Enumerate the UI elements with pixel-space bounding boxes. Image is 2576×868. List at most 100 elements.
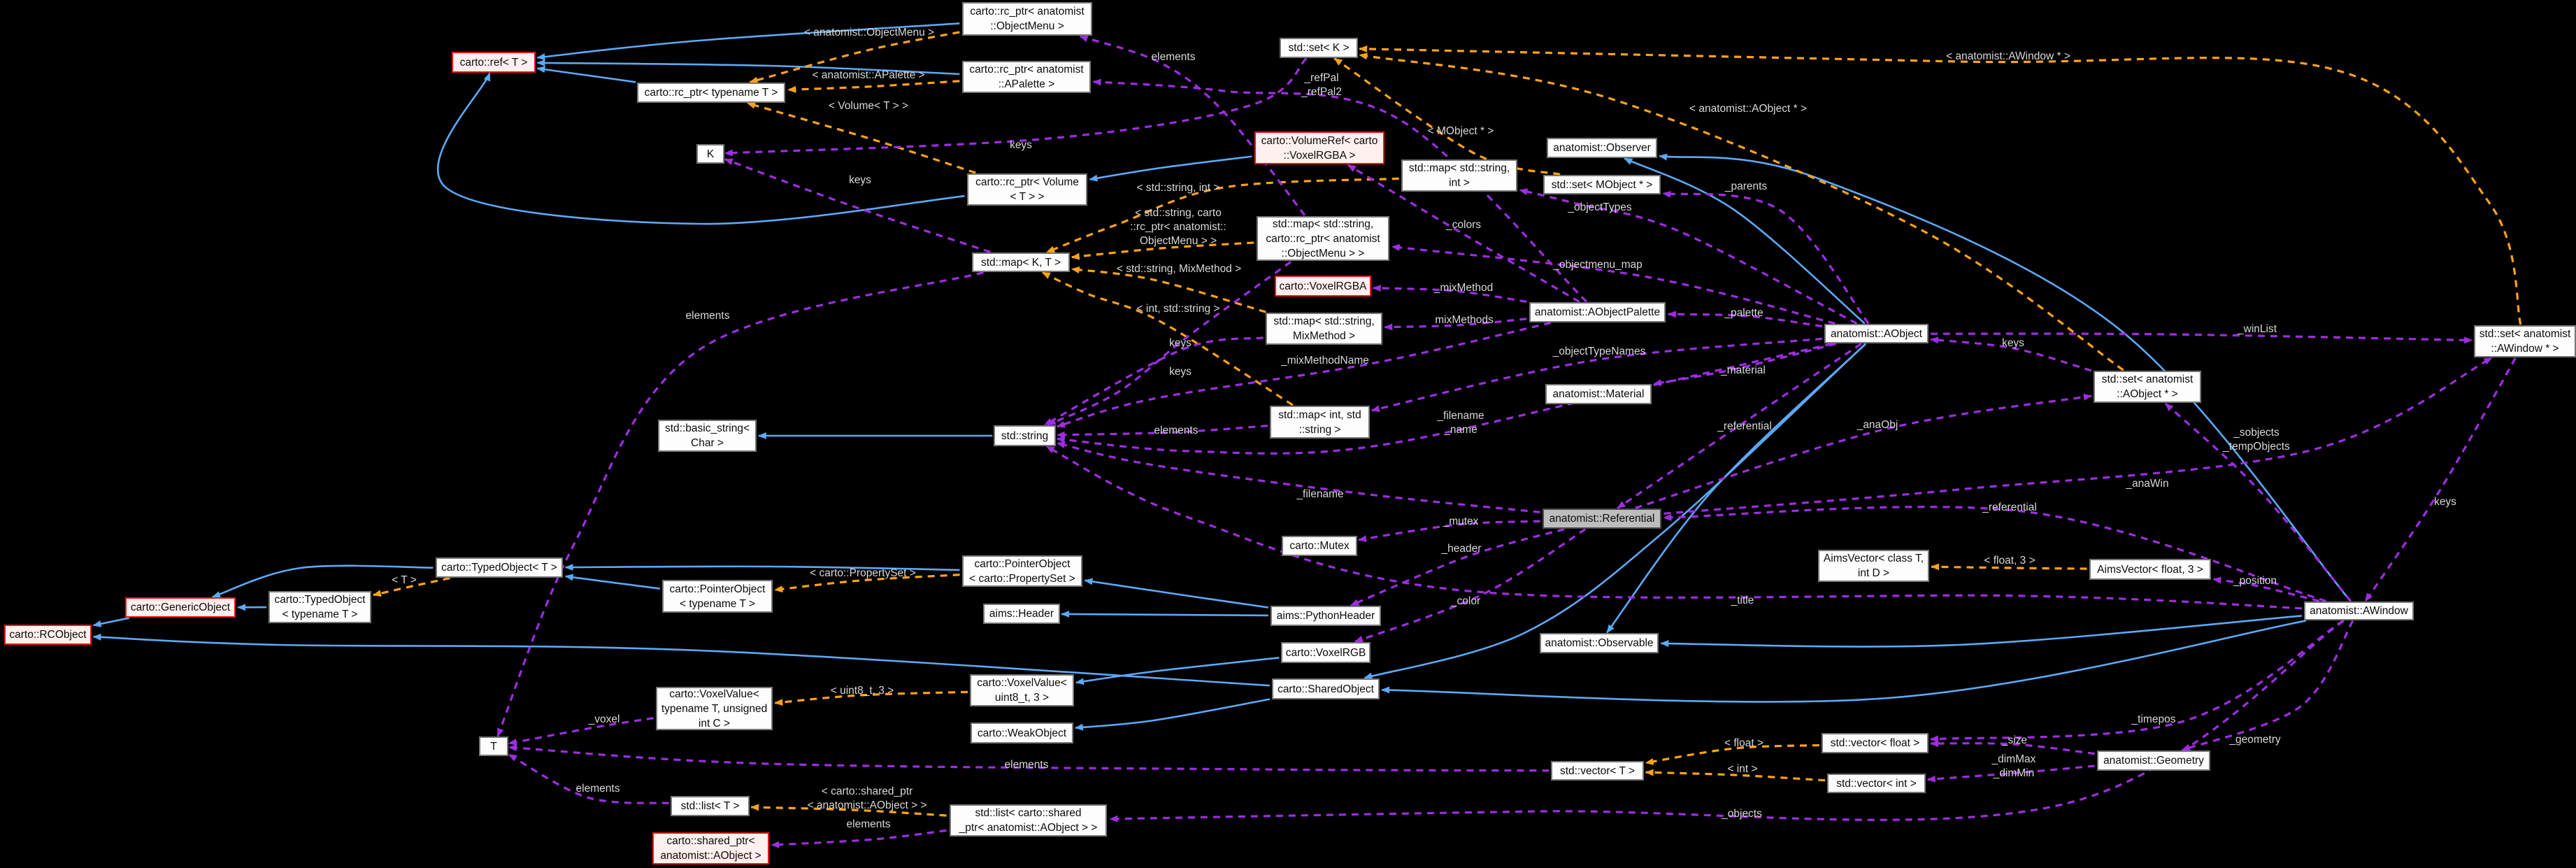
class-node-sharedobject[interactable]: carto::SharedObject [1272, 678, 1380, 699]
class-node-pointerobject_ps[interactable]: carto::PointerObject < carto::PropertySe… [962, 555, 1082, 587]
edge-usage-referential-to-set_awindow [1663, 357, 2493, 515]
edge-usage-aobject-to-map_string_int [1519, 188, 1858, 325]
class-node-voxelrgba[interactable]: carto::VoxelRGBA [1275, 276, 1371, 297]
edge-template-map_int_string-to-map_k_t [1041, 271, 1294, 406]
class-node-vector_t[interactable]: std::vector< T > [1551, 761, 1644, 781]
edge-usage-aobject-to-set_mobject [1662, 190, 1870, 325]
edge-inherit-awindow-to-sharedobject [1381, 620, 2306, 703]
class-node-std_string[interactable]: std::string [994, 425, 1056, 446]
class-node-genericobject[interactable]: carto::GenericObject [125, 597, 236, 618]
edge-inherit-sharedobject-to-rcobject [92, 633, 1270, 687]
class-node-map_string_mixmethod[interactable]: std::map< std::string, MixMethod > [1266, 313, 1382, 345]
edge-usage-referential-to-mutex [1358, 520, 1540, 543]
class-node-voxelvalue_u83[interactable]: carto::VoxelValue< uint8_t, 3 > [970, 674, 1074, 706]
edge-usage-list_t-to-t_box [508, 753, 669, 804]
edge-inherit-rcptr_objectmenu-to-ref_t [536, 22, 960, 61]
edge-usage-awindow-to-list_sharedptr [1109, 620, 2345, 823]
class-node-vector_float[interactable]: std::vector< float > [1822, 733, 1929, 753]
class-node-voxelvalue_tn[interactable]: carto::VoxelValue< typename T, unsigned … [656, 687, 773, 730]
edge-template-rcptr_apalette-to-rcptr_typename [787, 80, 960, 93]
class-node-aobject[interactable]: anatomist::AObject [1824, 324, 1929, 343]
class-node-mutex[interactable]: carto::Mutex [1282, 536, 1357, 556]
class-node-vector_int[interactable]: std::vector< int > [1827, 774, 1926, 793]
edge-usage-awindow-to-std_string [1045, 446, 2302, 610]
edge-usage-awindow-to-aimsvector_f3 [2212, 576, 2320, 603]
edge-template-vector_int-to-vector_t [1645, 769, 1826, 782]
class-node-map_string_int[interactable]: std::map< std::string, int > [1401, 159, 1517, 192]
class-node-pointerobject_tn[interactable]: carto::PointerObject < typename T > [662, 580, 773, 613]
class-node-volumeref[interactable]: carto::VolumeRef< carto ::VoxelRGBA > [1254, 131, 1384, 164]
edge-inherit-volumeref-to-rcptr_volume [1089, 155, 1252, 182]
class-node-referential[interactable]: anatomist::Referential [1543, 508, 1661, 529]
edge-usage-aobject-to-map_int_string [1371, 337, 1823, 413]
edge-usage-aobject-to-map_string_rcptr_om [1391, 243, 1836, 325]
class-node-pythonheader[interactable]: aims::PythonHeader [1271, 606, 1381, 626]
class-node-aimsvector_f3[interactable]: AimsVector< float, 3 > [2089, 559, 2211, 580]
class-node-typedobject_tn[interactable]: carto::TypedObject < typename T > [269, 591, 371, 623]
class-node-weakobject[interactable]: carto::WeakObject [971, 723, 1073, 744]
edge-usage-referential-to-pythonheader [1350, 528, 1565, 606]
class-node-voxelrgb[interactable]: carto::VoxelRGB [1281, 642, 1371, 663]
edge-usage-awindow-to-referential [1663, 506, 2326, 602]
edge-usage-geometry-to-vector_float [1930, 740, 2095, 755]
class-node-set_awindow[interactable]: std::set< anatomist ::AWindow * > [2474, 325, 2576, 357]
edge-inherit-awindow-to-observer [1659, 153, 2352, 602]
edge-usage-map_string_mixmethod-to-std_string [1044, 336, 1264, 426]
edge-inherit-pythonheader-to-pointerobject_ps [1084, 578, 1269, 609]
edge-template-pointerobject_ps-to-pointerobject_tn [774, 574, 960, 593]
class-node-aimsvector_t[interactable]: AimsVector< class T, int D > [1818, 550, 1929, 582]
class-node-typedobject_t[interactable]: carto::TypedObject< T > [436, 557, 563, 578]
class-node-rcobject[interactable]: carto::RCObject [4, 625, 92, 645]
edge-inherit-pythonheader-to-aims_header [1061, 610, 1268, 618]
class-node-list_sharedptr[interactable]: std::list< carto::shared _ptr< anatomist… [950, 804, 1107, 837]
edge-usage-aobject-to-std_string [1056, 343, 1833, 455]
edge-usage-aobject-to-set_awindow [1930, 332, 2473, 344]
class-node-basic_string[interactable]: std::basic_string< Char > [658, 420, 757, 452]
edge-usage-aobject-to-aobjectpalette [1667, 311, 1823, 328]
class-node-map_string_rcptr_om[interactable]: std::map< std::string, carto::rc_ptr< an… [1257, 216, 1389, 261]
edge-usage-map_string_rcptr_om-to-std_string [1047, 260, 1291, 426]
edge-usage-geometry-to-vector_int [1926, 764, 2095, 783]
class-node-set_aobject[interactable]: std::set< anatomist ::AObject * > [2094, 371, 2201, 403]
class-node-map_k_t[interactable]: std::map< K, T > [972, 252, 1070, 272]
class-node-rcptr_volume[interactable]: carto::rc_ptr< Volume < T > > [967, 173, 1087, 206]
edge-inherit-genericobject-to-rcobject [92, 617, 129, 627]
edge-usage-awindow-to-vector_float [1930, 620, 2344, 743]
class-node-observer[interactable]: anatomist::Observer [1547, 138, 1657, 158]
class-node-map_int_string[interactable]: std::map< int, std ::string > [1270, 406, 1370, 439]
edge-usage-list_sharedptr-to-sharedptr_aobject [771, 829, 947, 848]
class-node-rcptr_apalette[interactable]: carto::rc_ptr< anatomist ::APalette > [962, 61, 1091, 93]
edge-usage-aobject-to-material [1653, 343, 1836, 386]
edge-usage-set_k-to-k_box [724, 57, 1308, 157]
edge-usage-vector_t-to-t_box [508, 744, 1550, 772]
edge-inherit-rcptr_apalette-to-ref_t [536, 59, 960, 76]
edge-inherit-aobject-to-sharedobject [1364, 343, 1866, 680]
class-node-aims_header[interactable]: aims::Header [983, 604, 1060, 624]
class-node-material[interactable]: anatomist::Material [1545, 384, 1652, 404]
class-node-t_box[interactable]: T [479, 737, 508, 756]
edge-template-set_aobject-to-set_k [1359, 52, 2124, 371]
class-node-rcptr_objectmenu[interactable]: carto::rc_ptr< anatomist ::ObjectMenu > [962, 2, 1092, 36]
class-node-awindow[interactable]: anatomist::AWindow [2304, 602, 2414, 620]
class-node-k_box[interactable]: K [696, 144, 724, 164]
class-node-aobjectpalette[interactable]: anatomist::AObjectPalette [1529, 302, 1666, 322]
edge-usage-referential-to-voxelrgb [1354, 528, 1587, 643]
edge-usage-referential-to-set_aobject [1635, 393, 2092, 509]
edge-template-aimsvector_f3-to-aimsvector_t [1931, 563, 2087, 571]
edge-template-map_string_rcptr_om-to-map_k_t [1071, 241, 1254, 260]
edge-usage-awindow-to-geometry [2181, 620, 2354, 751]
class-node-set_k[interactable]: std::set< K > [1280, 38, 1358, 58]
class-node-ref_t[interactable]: carto::ref< T > [452, 52, 536, 73]
edge-usage-set_awindow-to-awindow [2364, 357, 2517, 602]
class-node-observable[interactable]: anatomist::Observable [1540, 633, 1659, 653]
edge-usage-map_int_string-to-std_string [1056, 425, 1268, 439]
class-node-list_t[interactable]: std::list< T > [671, 796, 750, 816]
class-node-geometry[interactable]: anatomist::Geometry [2097, 750, 2210, 771]
class-node-rcptr_typename[interactable]: carto::rc_ptr< typename T > [637, 83, 785, 103]
class-node-sharedptr_aobject[interactable]: carto::shared_ptr< anatomist::AObject > [652, 832, 769, 865]
edge-template-rcptr_objectmenu-to-rcptr_typename [749, 31, 960, 84]
edge-usage-set_aobject-to-aobject [1929, 336, 2092, 372]
class-node-set_mobject[interactable]: std::set< MObject * > [1543, 175, 1661, 194]
